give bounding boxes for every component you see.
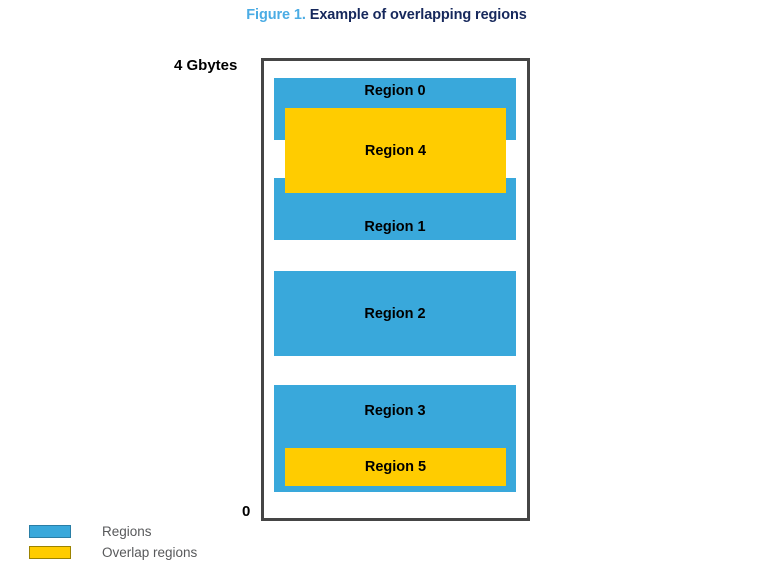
legend-swatch-regions-icon	[29, 525, 71, 538]
region-label-4: Region 4	[364, 142, 427, 159]
legend: Regions Overlap regions	[29, 522, 197, 564]
legend-item-regions: Regions	[29, 522, 197, 541]
figure-caption: Example of overlapping regions	[309, 7, 527, 23]
legend-label-regions: Regions	[102, 524, 152, 539]
figure-title: Figure 1. Example of overlapping regions	[0, 7, 773, 23]
region-label-0: Region 0	[364, 83, 426, 99]
legend-item-overlap-regions: Overlap regions	[29, 543, 197, 562]
region-bar-5[interactable]: Region 5	[285, 448, 506, 486]
axis-top-label: 4 Gbytes	[174, 57, 238, 74]
legend-label-overlap-regions: Overlap regions	[102, 545, 198, 560]
region-label-2: Region 2	[364, 305, 426, 322]
region-bar-4[interactable]: Region 4	[285, 108, 506, 193]
legend-swatch-overlap-regions-icon	[29, 546, 71, 559]
region-label-1: Region 1	[364, 219, 426, 235]
region-label-3: Region 3	[364, 402, 426, 419]
figure-number: Figure 1.	[246, 7, 306, 23]
axis-bottom-label: 0	[242, 503, 251, 520]
region-bar-2[interactable]: Region 2	[274, 271, 516, 356]
region-label-5: Region 5	[364, 459, 427, 475]
